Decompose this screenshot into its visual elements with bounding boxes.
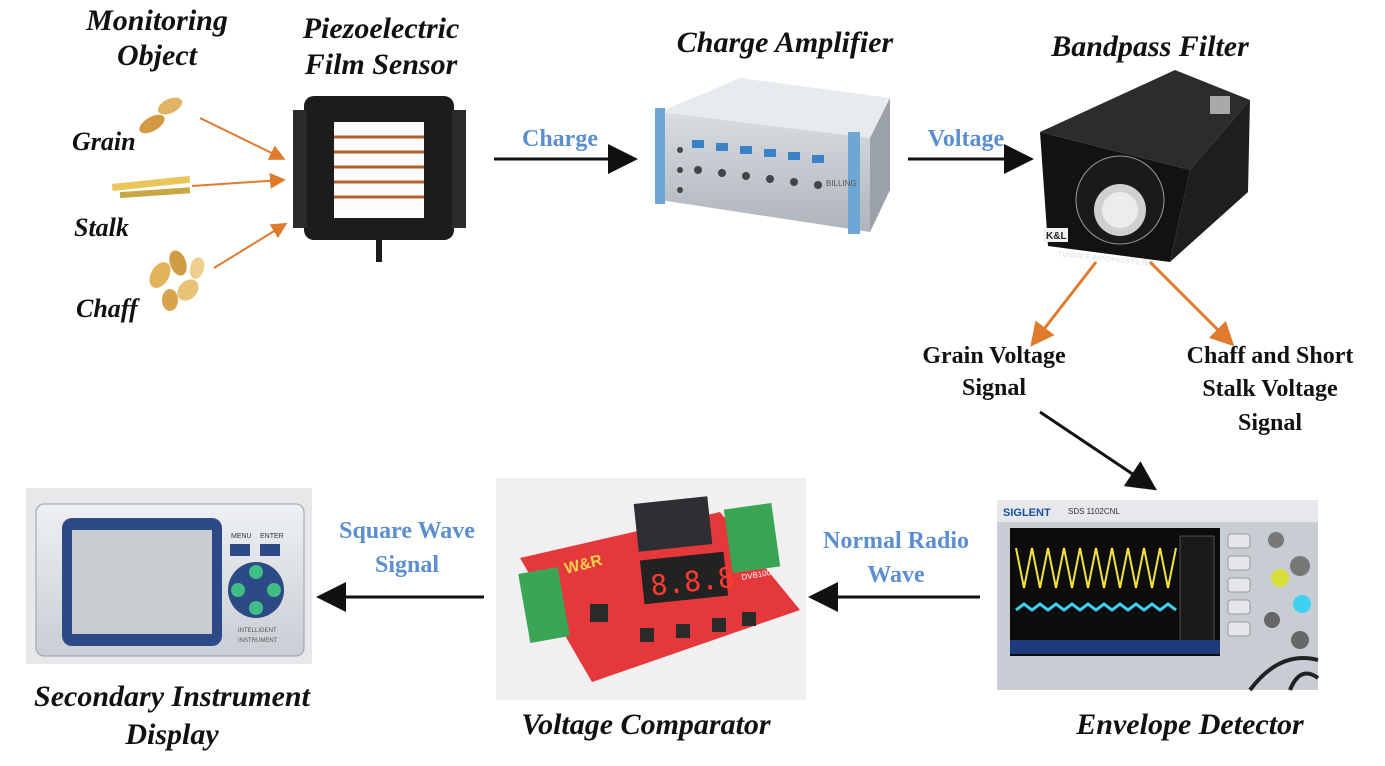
scope-model-text: SDS 1102CNL (1068, 507, 1120, 516)
edge-label-normal-line2: Wave (867, 562, 925, 588)
sensor-label-line2: Film Sensor (304, 48, 458, 81)
chaff-signal-label-line1: Chaff and Short (1186, 343, 1354, 369)
edge-label-square-line1: Square Wave (339, 518, 475, 544)
edge-label-normal-line1: Normal Radio (823, 528, 969, 554)
sensor-label-line1: Piezoelectric (302, 12, 460, 45)
piezo-sensor (293, 96, 466, 262)
display-tag2-text: INSTRUMENT (238, 638, 278, 644)
grain-signal-label-line1: Grain Voltage (922, 343, 1066, 369)
edge-label-voltage: Voltage (927, 126, 1005, 152)
arrow-stalk-to-sensor (191, 172, 286, 189)
arrow-chaff-to-sensor (213, 222, 288, 269)
chaff-signal-label-line3: Signal (1237, 410, 1303, 436)
arrow-grain-signal-to-detector (1039, 410, 1157, 491)
secondary-display-label-line2: Display (125, 718, 219, 751)
grain-signal-label-line2: Signal (961, 375, 1027, 401)
secondary-display-label-line1: Secondary Instrument (34, 680, 310, 713)
monitoring-object-label: Monitoring Object (86, 4, 228, 72)
bandpass-filter-label: Bandpass Filter (1051, 30, 1249, 63)
voltage-comparator-label: Voltage Comparator (521, 708, 771, 741)
filter-brand-text: K&L (1046, 231, 1067, 242)
stalk-icon (111, 175, 191, 199)
oscilloscope-device: SIGLENT SDS 1102CNL (997, 500, 1320, 692)
chaff-label: Chaff (76, 294, 138, 323)
display-enter-text: ENTER (260, 533, 284, 540)
arrow-filter-to-grain-signal (1030, 261, 1098, 347)
edge-label-charge: Charge (522, 126, 598, 152)
charge-amplifier-label: Charge Amplifier (676, 26, 894, 59)
chaff-icon (149, 250, 205, 311)
bandpass-filter-device: K&L TUNABLE BANDPASS FILTER (1040, 70, 1250, 268)
grain-icon (139, 97, 183, 134)
comparator-board-device: 8.8.8 W&R DVB100 (496, 478, 806, 700)
arrow-filter-to-chaff-signal (1148, 260, 1235, 347)
scope-brand-text: SIGLENT (1003, 507, 1051, 519)
envelope-detector-label: Envelope Detector (1076, 708, 1304, 741)
amp-brand-text: BILLING (826, 179, 857, 188)
edge-label-square-line2: Signal (374, 552, 440, 578)
chaff-signal-label-line2: Stalk Voltage (1202, 376, 1338, 402)
arrow-grain-to-sensor (199, 117, 286, 160)
charge-amplifier-device: BILLING (655, 78, 890, 234)
secondary-display-device: MENU ENTER INTELLIGENT INSTRUMENT (26, 488, 312, 664)
grain-label: Grain (72, 127, 136, 156)
stalk-label: Stalk (74, 213, 129, 242)
display-menu-text: MENU (231, 533, 252, 540)
display-tag1-text: INTELLIGENT (238, 628, 277, 634)
